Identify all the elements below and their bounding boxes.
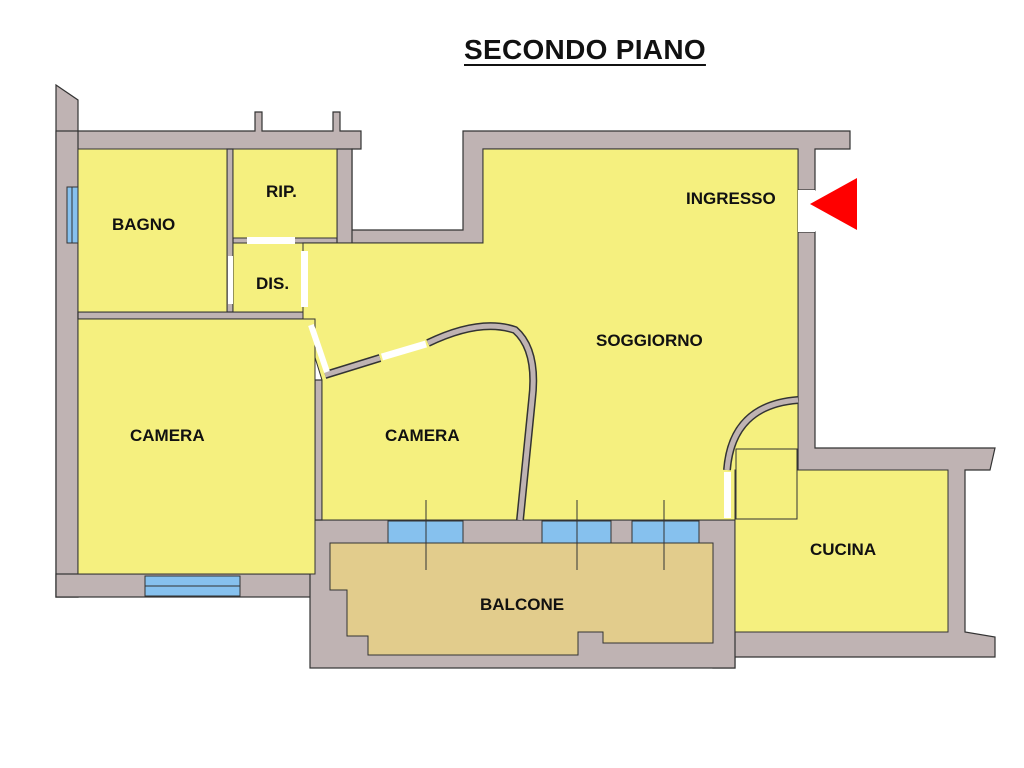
floor-title: SECONDO PIANO [464, 34, 706, 65]
door-openings [228, 190, 815, 518]
interior-walls [323, 322, 799, 521]
window [631, 520, 700, 544]
windows [66, 186, 700, 597]
label-cucina: CUCINA [810, 540, 876, 559]
label-ingresso: INGRESSO [686, 189, 776, 208]
rooms [77, 148, 949, 656]
label-bagno: BAGNO [112, 215, 175, 234]
room-rip [232, 148, 338, 239]
label-soggiorno: SOGGIORNO [596, 331, 703, 350]
label-camera-mid: CAMERA [385, 426, 460, 445]
label-camera-left: CAMERA [130, 426, 205, 445]
entrance-arrow-icon [810, 178, 857, 230]
room-bagno [77, 148, 228, 313]
room-soggiorno [302, 148, 799, 521]
room-balcone [329, 542, 714, 656]
label-balcone: BALCONE [480, 595, 564, 614]
label-dis: DIS. [256, 274, 289, 293]
label-rip: RIP. [266, 182, 297, 201]
room-camera-left [77, 318, 316, 575]
